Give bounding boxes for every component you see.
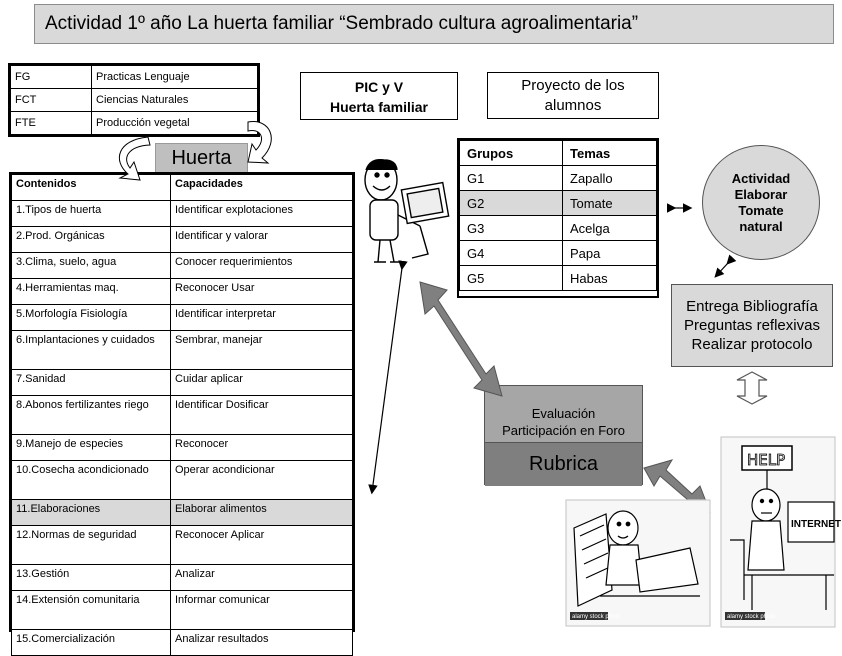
- student-laptop-illustration: alamy stock photo: [565, 499, 711, 627]
- capacidad-cell: Identificar explotaciones: [170, 200, 353, 227]
- help-internet-illustration: HELP INTERNET alamy stock photo: [720, 436, 841, 628]
- evaluacion-box: Evaluación Participación en Foro Rubrica: [484, 385, 643, 486]
- capacidad-cell: Conocer requerimientos: [170, 252, 353, 279]
- entrega-line1: Entrega Bibliografía: [686, 298, 818, 315]
- stock-caption-right: alamy stock photo: [727, 614, 776, 620]
- faculty-code: FG: [10, 65, 92, 89]
- entrega-line3: Realizar protocolo: [691, 336, 813, 353]
- evaluacion-line2: Participación en Foro: [502, 423, 625, 438]
- stock-caption-left: alamy stock photo: [572, 614, 621, 620]
- contenido-cell: 3.Clima, suelo, agua: [11, 252, 171, 279]
- capacidad-cell: Cuidar aplicar: [170, 369, 353, 396]
- thin-double-arrow: [368, 260, 408, 495]
- faculty-table: FG Practicas Lenguaje FCT Ciencias Natur…: [8, 63, 260, 137]
- curved-arrow-right: [247, 121, 272, 164]
- help-sign-text: HELP: [747, 451, 785, 469]
- contenido-cell: 7.Sanidad: [11, 369, 171, 396]
- evaluacion-line1: Evaluación: [531, 406, 596, 421]
- small-double-arrow-actividad-entrega: [714, 254, 737, 278]
- capacidad-cell: Informar comunicar: [170, 590, 353, 630]
- diagram-overlay: alamy stock photo HELP INTERNET alamy st…: [118, 121, 841, 628]
- capacidad-cell: Analizar: [170, 564, 353, 591]
- actividad-line1: Actividad: [731, 170, 791, 186]
- actividad-circle: Actividad Elaborar Tomate natural: [702, 145, 820, 260]
- grupo-cell: G4: [459, 240, 563, 266]
- page-title: Actividad 1º año La huerta familiar “Sem…: [34, 4, 834, 44]
- contenido-cell: 11.Elaboraciones: [11, 499, 171, 526]
- contenido-cell: 5.Morfología Fisiología: [11, 304, 171, 331]
- faculty-row: FG Practicas Lenguaje: [10, 65, 258, 89]
- tema-cell: Habas: [562, 265, 657, 291]
- entrega-line2: Preguntas reflexivas: [684, 317, 820, 334]
- contenido-cell: 9.Manejo de especies: [11, 434, 171, 461]
- proyecto-line2: alumnos: [544, 97, 602, 114]
- capacidad-cell: Identificar y valorar: [170, 226, 353, 253]
- contenido-cell: 15.Comercialización: [11, 629, 171, 656]
- curved-arrow-left: [118, 136, 151, 181]
- grupo-cell: G1: [459, 165, 563, 191]
- grupo-cell: G2: [459, 190, 563, 216]
- capacidad-cell: Operar acondicionar: [170, 460, 353, 500]
- tema-cell: Tomate: [562, 190, 657, 216]
- capacidad-cell: Reconocer Aplicar: [170, 525, 353, 565]
- faculty-name: Practicas Lenguaje: [91, 65, 258, 89]
- header-capacidades: Capacidades: [170, 174, 353, 201]
- capacidad-cell: Reconocer Usar: [170, 278, 353, 305]
- pic-box: PIC y V Huerta familiar: [300, 72, 458, 120]
- tema-cell: Papa: [562, 240, 657, 266]
- faculty-code: FTE: [10, 111, 92, 135]
- capacidad-cell: Analizar resultados: [170, 629, 353, 656]
- contenido-cell: 12.Normas de seguridad: [11, 525, 171, 565]
- big-arrow-entrega-down: [736, 371, 768, 405]
- huerta-label: Huerta: [155, 143, 248, 173]
- pic-line2: Huerta familiar: [329, 99, 429, 115]
- big-arrow-figure-evaluacion: [419, 281, 503, 397]
- header-temas: Temas: [562, 140, 657, 166]
- tema-cell: Acelga: [562, 215, 657, 241]
- header-contenidos: Contenidos: [11, 174, 171, 201]
- contenido-cell: 2.Prod. Orgánicas: [11, 226, 171, 253]
- actividad-line3: Tomate: [738, 202, 784, 218]
- computer-user-illustration: [364, 159, 450, 263]
- proyecto-box: Proyecto de los alumnos: [487, 72, 659, 119]
- table-row: 4.Herramientas maq.Reconocer Usar: [11, 278, 353, 305]
- contenido-cell: 14.Extensión comunitaria: [11, 590, 171, 630]
- entrega-box: Entrega Bibliografía Preguntas reflexiva…: [671, 284, 833, 367]
- grupo-cell: G5: [459, 265, 563, 291]
- tema-cell: Zapallo: [562, 165, 657, 191]
- table-header-row: Contenidos Capacidades: [11, 174, 353, 201]
- actividad-line4: natural: [739, 218, 783, 234]
- proyecto-line1: Proyecto de los: [521, 77, 625, 94]
- internet-label: INTERNET: [791, 519, 841, 530]
- rubrica-label: Rubrica: [485, 442, 642, 486]
- capacidad-cell: Elaborar alimentos: [170, 499, 353, 526]
- evaluacion-header: Evaluación Participación en Foro: [485, 386, 642, 442]
- pic-line1: PIC y V: [354, 79, 404, 95]
- actividad-line2: Elaborar: [734, 186, 788, 202]
